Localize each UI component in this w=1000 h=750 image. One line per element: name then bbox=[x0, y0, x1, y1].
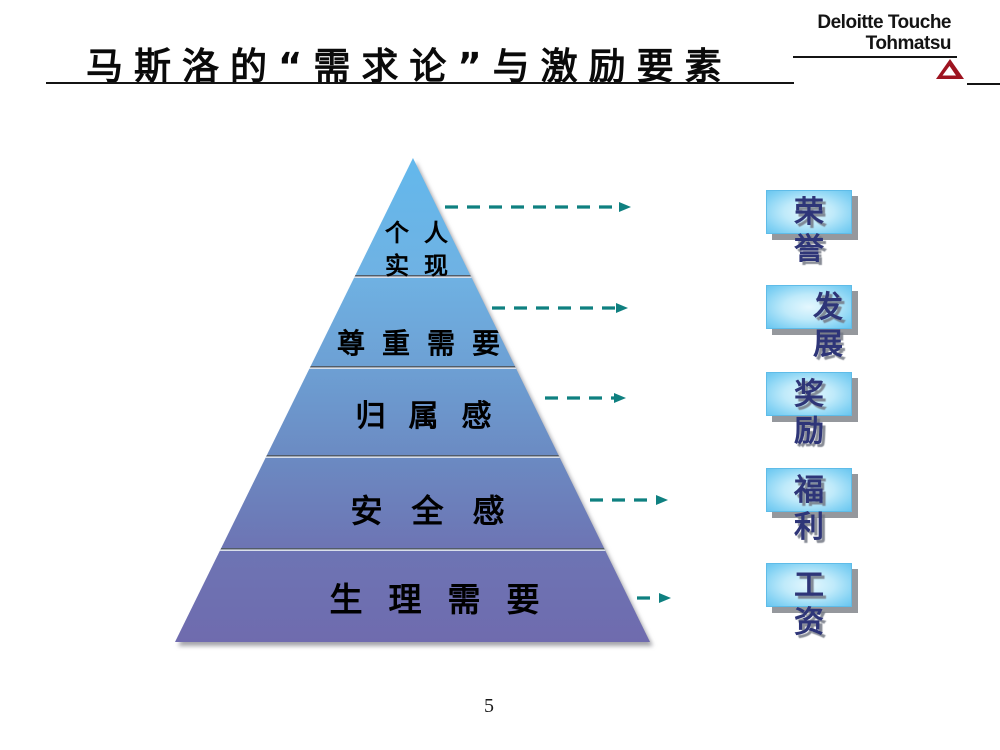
motivator-char: 展 bbox=[813, 327, 843, 362]
company-logo: Deloitte Touche Tohmatsu bbox=[810, 12, 951, 55]
motivator-char: 荣 bbox=[794, 195, 824, 230]
logo-line2: Tohmatsu bbox=[865, 33, 952, 55]
slide-title: 马斯洛的“需求论”与激励要素 bbox=[86, 45, 733, 88]
motivator-char: 发 bbox=[813, 290, 843, 325]
motivator-box-welfare: 福 利 bbox=[766, 468, 852, 543]
logo-underline bbox=[793, 56, 957, 58]
pyramid-divider bbox=[175, 366, 650, 369]
pyramid-divider bbox=[175, 548, 650, 551]
motivator-char: 工 bbox=[794, 568, 824, 603]
header-rule-right bbox=[967, 83, 1000, 85]
level-self-actualization-line2: 实现 bbox=[385, 252, 463, 280]
motivator-box-salary: 工 资 bbox=[766, 563, 852, 638]
pyramid-divider bbox=[175, 455, 650, 458]
title-underline bbox=[46, 82, 794, 84]
motivator-char: 资 bbox=[794, 605, 824, 640]
level-physiological-label: 生理需要 bbox=[329, 580, 566, 619]
motivator-box-development: 发 展 bbox=[766, 285, 852, 360]
level-safety-label: 安全感 bbox=[350, 492, 534, 530]
motivator-box-reward: 奖 励 bbox=[766, 372, 852, 447]
motivator-char: 誉 bbox=[794, 232, 824, 267]
needs-pyramid: 个人 实现 尊重需要 归属感 安全感 生理需要 bbox=[175, 158, 650, 642]
motivator-char: 奖 bbox=[794, 377, 824, 412]
level-self-actualization-line1: 个人 bbox=[385, 219, 463, 247]
motivator-char: 利 bbox=[794, 510, 824, 545]
level-esteem-label: 尊重需要 bbox=[336, 327, 518, 360]
pyramid-shape: 个人 实现 尊重需要 归属感 安全感 生理需要 bbox=[175, 158, 650, 642]
motivator-char: 励 bbox=[794, 414, 824, 449]
pyramid-divider bbox=[175, 275, 650, 278]
deloitte-triangle-icon bbox=[936, 59, 964, 79]
level-belonging-label: 归属感 bbox=[355, 399, 515, 434]
page-number: 5 bbox=[484, 695, 494, 717]
motivator-box-honor: 荣 誉 bbox=[766, 190, 852, 265]
motivator-char: 福 bbox=[794, 473, 824, 508]
logo-line1: Deloitte Touche bbox=[817, 12, 951, 33]
